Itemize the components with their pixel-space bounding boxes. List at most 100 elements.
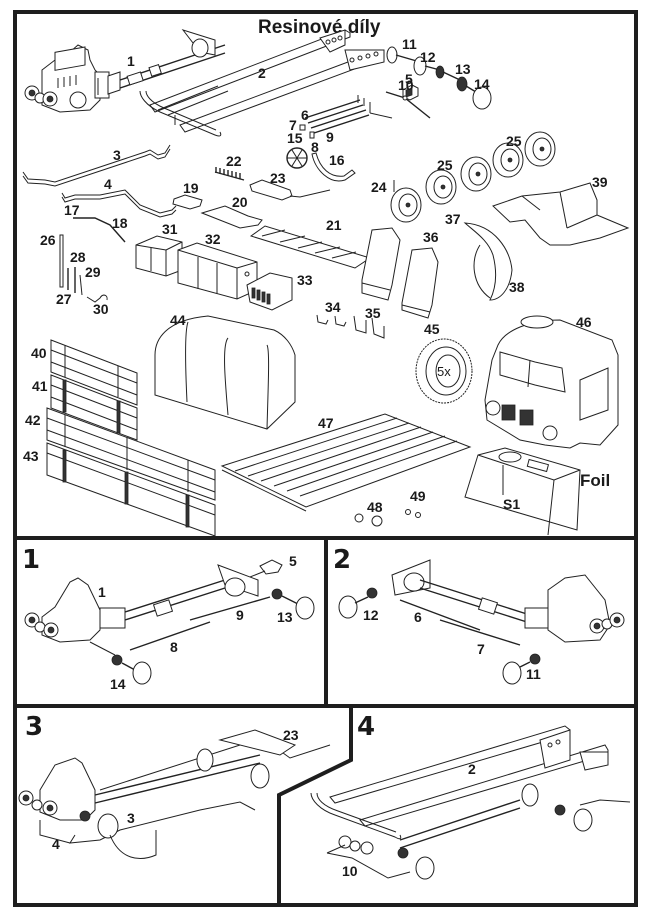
part-label-23: 23: [270, 170, 286, 186]
part-label-27: 27: [56, 291, 72, 307]
part-label-5: 5: [405, 71, 413, 87]
part-label-37: 37: [445, 211, 461, 227]
part-22-comb: [214, 167, 245, 181]
step-4-label-2: 2: [468, 761, 476, 777]
step-2-assembly-drawing: [338, 559, 625, 685]
part-label-44: 44: [170, 312, 186, 328]
part-label-2: 2: [258, 65, 266, 81]
part-label-22: 22: [226, 153, 242, 169]
part-label-7: 7: [289, 117, 297, 133]
part-label-25a: 25: [437, 157, 453, 173]
part-16-fender-bracket: [311, 152, 356, 182]
part-label-40: 40: [31, 345, 47, 361]
foil-part-label: S1: [503, 496, 520, 512]
foil-label: Foil: [580, 471, 610, 490]
part-19-plate: [172, 194, 203, 210]
part-label-15: 15: [287, 130, 303, 146]
step3-step4-divider: [277, 706, 353, 905]
part-label-35: 35: [365, 305, 381, 321]
part-32-large-box: [177, 242, 258, 300]
frame-lines: [13, 10, 638, 907]
part-34-35-handles: [316, 314, 385, 339]
part-label-13: 13: [455, 61, 471, 77]
step-1-label-1: 1: [98, 584, 106, 600]
part-4-curved-rod: [61, 189, 177, 218]
part-label-47: 47: [318, 415, 334, 431]
part-label-36: 36: [423, 229, 439, 245]
part-label-21: 21: [326, 217, 342, 233]
step-1-label-5: 5: [289, 553, 297, 569]
step-2-label-6: 6: [414, 609, 422, 625]
step-3-assembly-drawing: [18, 729, 331, 859]
part-36-seats: [361, 227, 439, 319]
part-label-31: 31: [162, 221, 178, 237]
step-3-number: 3: [25, 712, 43, 742]
part-31-small-box: [135, 235, 183, 277]
part-label-46: 46: [576, 314, 592, 330]
part-11-14-wheel-hubs: [386, 46, 492, 110]
part-label-20: 20: [232, 194, 248, 210]
part-label-24: 24: [371, 179, 387, 195]
part-33-battery: [246, 272, 293, 311]
part-24-25-wheels: [390, 131, 556, 223]
part-label-11: 11: [402, 36, 417, 52]
part-26-30-rods: [59, 234, 108, 303]
sheet-title: Resinové díly: [258, 17, 381, 38]
part-10-tie-rod: [385, 91, 431, 119]
part-label-28: 28: [70, 249, 86, 265]
step-4-number: 4: [357, 712, 375, 742]
part-1-engine: [24, 29, 226, 113]
step-1-label-13: 13: [277, 609, 293, 625]
part-39-cab-floor: [492, 182, 630, 246]
step-3-label-4: 4: [52, 836, 60, 852]
part-label-32: 32: [205, 231, 221, 247]
outer-frame: [13, 10, 638, 907]
part-48-49-discs: [354, 509, 421, 527]
part-3-long-rod: [22, 144, 171, 187]
part-label-43: 43: [23, 448, 39, 464]
part-20-step-plate: [200, 205, 263, 229]
part-15-steering-wheel: [286, 147, 308, 169]
step-4-label-10: 10: [342, 863, 358, 879]
part-label-29: 29: [85, 264, 101, 280]
step-4-assembly-drawing: [310, 725, 631, 880]
part-label-34: 34: [325, 299, 341, 315]
part-label-1: 1: [127, 53, 135, 69]
part-label-14: 14: [474, 76, 490, 92]
part-label-16: 16: [329, 152, 345, 168]
part-37-38-mudguards: [463, 222, 513, 301]
part-label-19: 19: [183, 180, 199, 196]
step-3-label-3: 3: [127, 810, 135, 826]
part-label-9: 9: [326, 129, 334, 145]
part-45-tire: 5x: [415, 338, 473, 404]
step-2-label-12: 12: [363, 607, 379, 623]
part-label-6: 6: [301, 107, 309, 123]
tire-quantity-note: 5x: [437, 364, 451, 379]
part-label-41: 41: [32, 378, 48, 394]
step-1-label-14: 14: [110, 676, 126, 692]
part-label-25b: 25: [506, 133, 522, 149]
part-47-cargo-floor: [220, 413, 472, 512]
part-label-8: 8: [311, 139, 319, 155]
part-label-26: 26: [40, 232, 56, 248]
part-label-4: 4: [104, 176, 112, 192]
part-label-33: 33: [297, 272, 313, 288]
step-2-number: 2: [333, 545, 351, 575]
part-40-43-side-boards: [46, 339, 216, 537]
part-label-48: 48: [367, 499, 383, 515]
part-s1-foil-visor: [464, 447, 581, 536]
step-1-label-9: 9: [236, 607, 244, 623]
part-23-exhaust: [249, 179, 331, 201]
part-label-17: 17: [64, 202, 80, 218]
part-label-12: 12: [420, 49, 436, 65]
part-label-3: 3: [113, 147, 121, 163]
part-46-cab: [484, 315, 619, 449]
part-21-grille-sheet: [249, 225, 372, 269]
part-6-9-leaf-springs: [299, 95, 393, 139]
step-1-label-8: 8: [170, 639, 178, 655]
step-1-number: 1: [22, 545, 40, 575]
step-3-label-23: 23: [283, 727, 299, 743]
part-label-42: 42: [25, 412, 41, 428]
step-2-label-7: 7: [477, 641, 485, 657]
